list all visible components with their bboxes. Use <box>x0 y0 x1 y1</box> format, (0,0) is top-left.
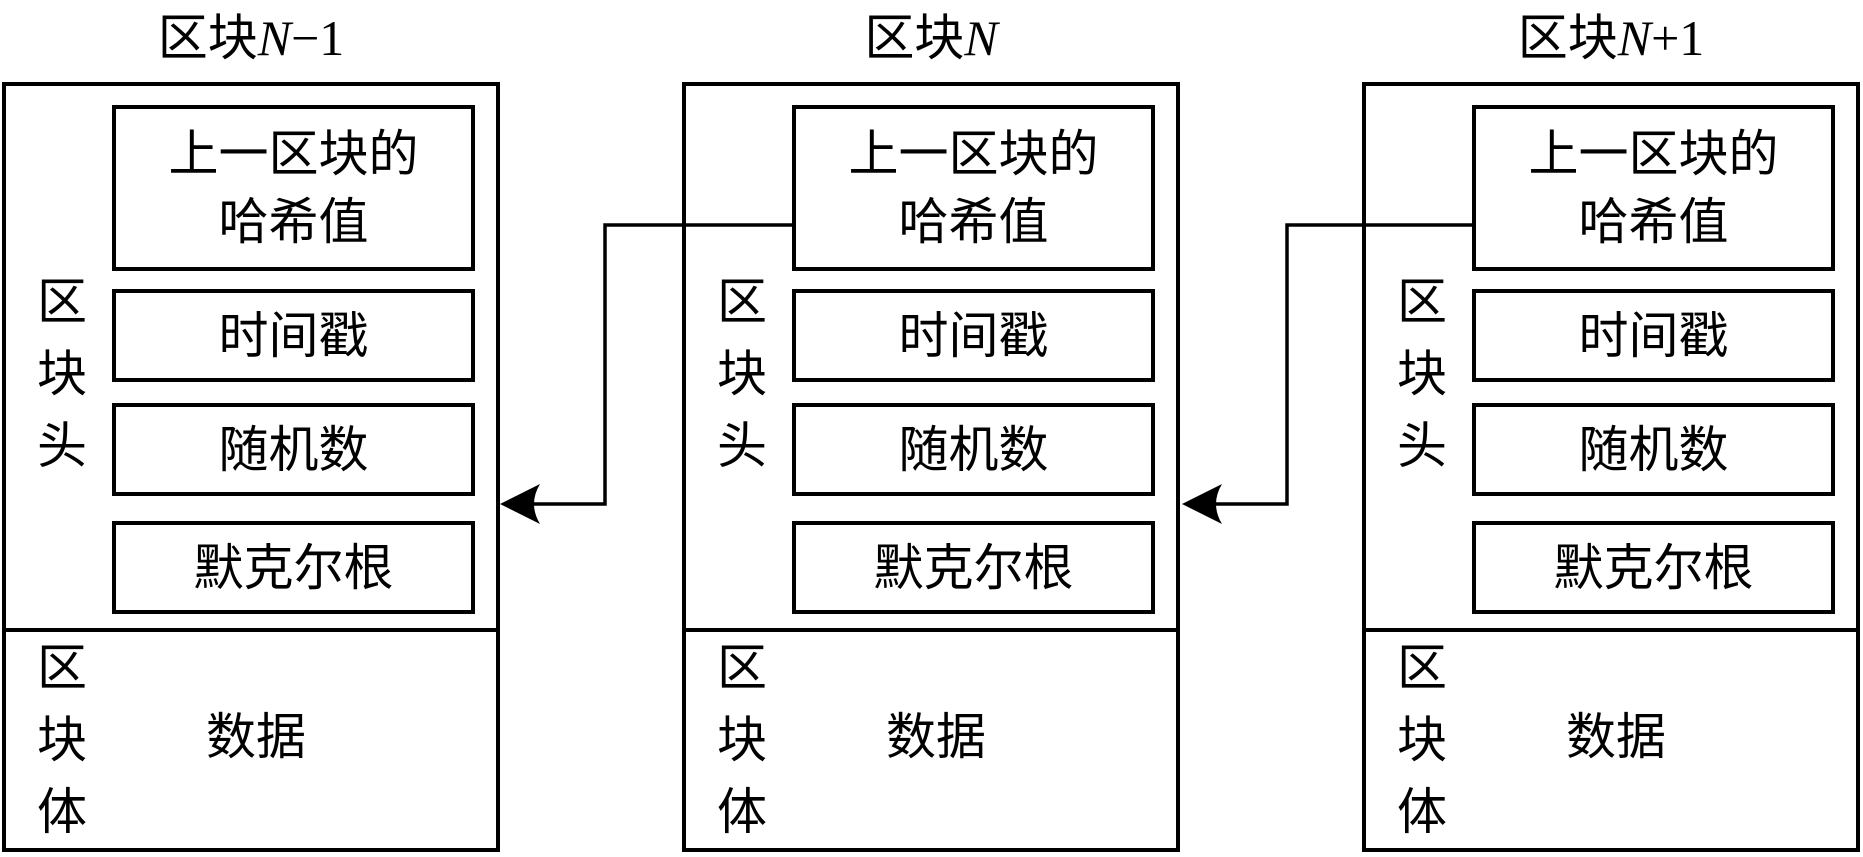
label-char: 块 <box>717 345 767 403</box>
block-data: 数据 <box>206 708 306 766</box>
merkle-root-field: 默克尔根 <box>112 521 475 614</box>
nonce-field: 随机数 <box>792 403 1155 496</box>
timestamp-field: 时间戳 <box>112 289 475 382</box>
label-char: 头 <box>717 417 767 475</box>
prev-hash-line-1: 上一区块的 <box>1528 125 1779 183</box>
block-body-label: 区 块 体 <box>32 632 92 848</box>
label-char: 块 <box>37 711 87 769</box>
block-n: 区 块 头 上一区块的 哈希值 时间戳 随机数 默克尔根 区 块 体 数据 <box>682 82 1180 852</box>
nonce-field: 随机数 <box>1472 403 1835 496</box>
title-prefix: 区块 <box>1517 9 1618 67</box>
label-char: 块 <box>1397 711 1447 769</box>
prev-hash-line-1: 上一区块的 <box>848 125 1099 183</box>
prev-hash-line-1: 上一区块的 <box>168 125 419 183</box>
prev-hash-field: 上一区块的 哈希值 <box>1472 105 1835 271</box>
arrowhead-icon <box>500 484 540 524</box>
title-suffix: −1 <box>291 10 345 66</box>
block-header: 区 块 头 上一区块的 哈希值 时间戳 随机数 默克尔根 <box>686 86 1176 632</box>
title-suffix: +1 <box>1651 10 1705 66</box>
prev-hash-field: 上一区块的 哈希值 <box>112 105 475 271</box>
label-char: 块 <box>1397 345 1447 403</box>
prev-hash-field: 上一区块的 哈希值 <box>792 105 1155 271</box>
label-char: 头 <box>37 417 87 475</box>
label-char: 体 <box>1397 783 1447 841</box>
title-prefix: 区块 <box>864 9 965 67</box>
label-char: 区 <box>37 273 87 331</box>
block-title-n-minus-1: 区块N−1 <box>2 6 500 70</box>
block-title-n-plus-1: 区块N+1 <box>1362 6 1860 70</box>
nonce-field: 随机数 <box>112 403 475 496</box>
block-header-label: 区 块 头 <box>1392 266 1452 482</box>
label-char: 区 <box>1397 639 1447 697</box>
block-header: 区 块 头 上一区块的 哈希值 时间戳 随机数 默克尔根 <box>1366 86 1856 632</box>
label-char: 区 <box>717 639 767 697</box>
label-char: 块 <box>37 345 87 403</box>
title-prefix: 区块 <box>157 9 258 67</box>
label-char: 区 <box>1397 273 1447 331</box>
block-header: 区 块 头 上一区块的 哈希值 时间戳 随机数 默克尔根 <box>6 86 496 632</box>
prev-hash-line-2: 哈希值 <box>218 193 369 251</box>
label-char: 体 <box>717 783 767 841</box>
prev-hash-line-2: 哈希值 <box>898 193 1049 251</box>
block-body: 区 块 体 数据 <box>1366 632 1856 848</box>
label-char: 块 <box>717 711 767 769</box>
label-char: 区 <box>37 639 87 697</box>
block-n-minus-1: 区 块 头 上一区块的 哈希值 时间戳 随机数 默克尔根 区 块 体 数据 <box>2 82 500 852</box>
label-char: 区 <box>717 273 767 331</box>
block-header-label: 区 块 头 <box>32 266 92 482</box>
merkle-root-field: 默克尔根 <box>1472 521 1835 614</box>
title-variable: N <box>964 10 998 66</box>
title-variable: N <box>257 10 292 66</box>
block-header-label: 区 块 头 <box>712 266 772 482</box>
label-char: 体 <box>37 783 87 841</box>
label-char: 头 <box>1397 417 1447 475</box>
block-data: 数据 <box>886 708 986 766</box>
title-variable: N <box>1617 10 1652 66</box>
block-n-plus-1: 区 块 头 上一区块的 哈希值 时间戳 随机数 默克尔根 区 块 体 数据 <box>1362 82 1860 852</box>
block-body-label: 区 块 体 <box>1392 632 1452 848</box>
prev-hash-line-2: 哈希值 <box>1578 193 1729 251</box>
block-body-label: 区 块 体 <box>712 632 772 848</box>
timestamp-field: 时间戳 <box>1472 289 1835 382</box>
block-title-n: 区块N <box>682 6 1180 70</box>
merkle-root-field: 默克尔根 <box>792 521 1155 614</box>
block-data: 数据 <box>1566 708 1666 766</box>
block-body: 区 块 体 数据 <box>686 632 1176 848</box>
timestamp-field: 时间戳 <box>792 289 1155 382</box>
block-body: 区 块 体 数据 <box>6 632 496 848</box>
arrowhead-icon <box>1182 484 1222 524</box>
